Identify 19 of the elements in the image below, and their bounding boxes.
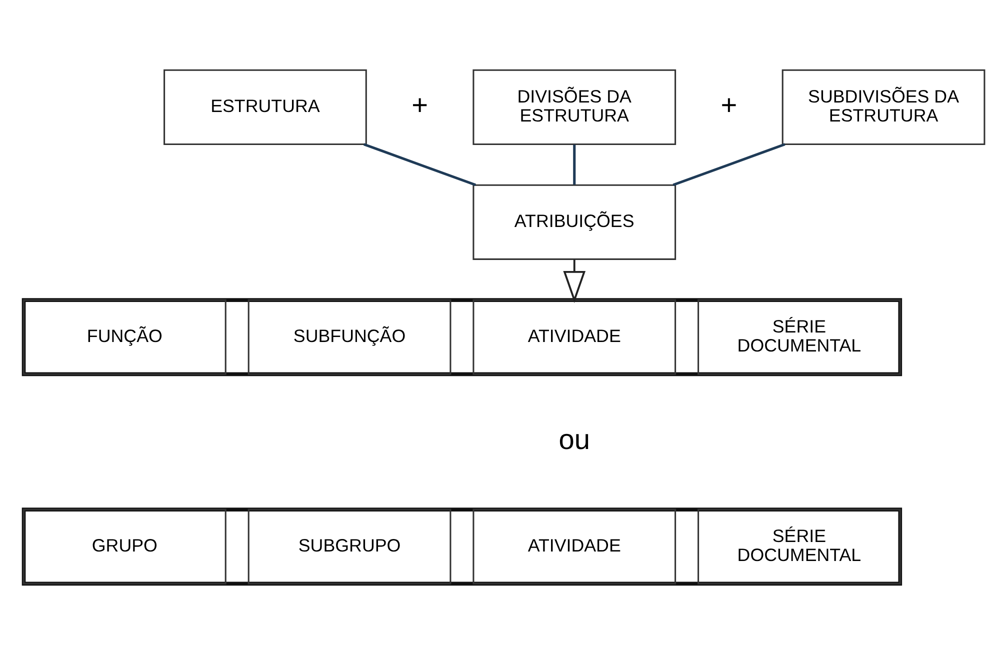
connector	[363, 142, 476, 186]
node-box: SUBDIVISÕES DA ESTRUTURA	[782, 68, 986, 144]
arrow	[563, 259, 586, 302]
label: +	[720, 88, 738, 120]
connector	[573, 144, 576, 184]
connector	[672, 142, 786, 186]
node-box: SÉRIE DOCUMENTAL	[698, 298, 901, 374]
node-box: SÉRIE DOCUMENTAL	[698, 508, 901, 584]
node-box: ATIVIDADE	[472, 298, 676, 374]
node-box: ESTRUTURA	[164, 68, 367, 144]
node-box: ATIVIDADE	[472, 508, 676, 584]
label: ou	[558, 424, 590, 455]
node-box: SUBFUNÇÃO	[248, 298, 452, 374]
node-box: SUBGRUPO	[248, 508, 452, 584]
node-box: FUNÇÃO	[23, 298, 226, 374]
node-box: DIVISÕES DA ESTRUTURA	[472, 68, 676, 144]
node-box: ATRIBUIÇÕES	[472, 184, 676, 260]
label: +	[412, 88, 428, 120]
node-box: GRUPO	[23, 508, 226, 584]
